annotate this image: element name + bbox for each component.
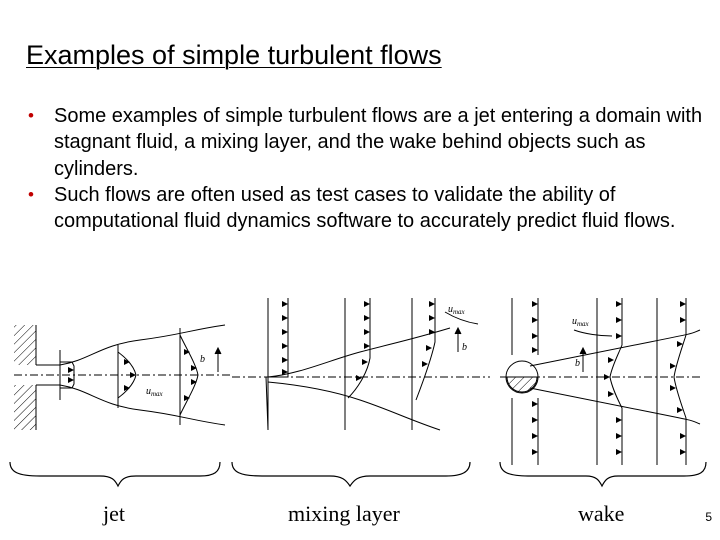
brace-jet [9, 461, 221, 488]
turbulent-flows-figure: b umax [9, 298, 707, 488]
wake-diagram: b umax [500, 298, 701, 465]
jet-wall-top [14, 325, 36, 365]
jet-umax-label: umax [146, 386, 164, 398]
brace-wake [499, 461, 707, 488]
caption-wake: wake [578, 501, 625, 526]
bullet-marker: • [28, 184, 34, 204]
bullet-item: • Some examples of simple turbulent flow… [24, 103, 714, 182]
jet-wall-bottom [14, 385, 36, 430]
slide-title: Examples of simple turbulent flows [26, 40, 442, 70]
caption-jet: jet [103, 501, 125, 526]
bullet-list: • Some examples of simple turbulent flow… [24, 103, 714, 234]
bullet-item: • Such flows are often used as test case… [24, 182, 714, 235]
jet-b-label: b [200, 354, 205, 365]
mixing-layer-diagram: b umax [232, 298, 490, 431]
page-number: 5 [705, 510, 712, 524]
mixing-layer-umax-label: umax [448, 304, 466, 316]
brace-mixing-layer [231, 461, 471, 488]
mixing-layer-b-label: b [462, 342, 467, 353]
bullet-marker: • [28, 106, 34, 125]
jet-diagram: b umax [14, 324, 230, 430]
caption-mixing-layer: mixing layer [288, 501, 400, 526]
bullet-text: Such flows are often used as test cases … [54, 183, 676, 233]
wake-umax-label: umax [572, 316, 590, 328]
bullet-text: Some examples of simple turbulent flows … [54, 105, 703, 180]
wake-b-label: b [575, 358, 580, 369]
